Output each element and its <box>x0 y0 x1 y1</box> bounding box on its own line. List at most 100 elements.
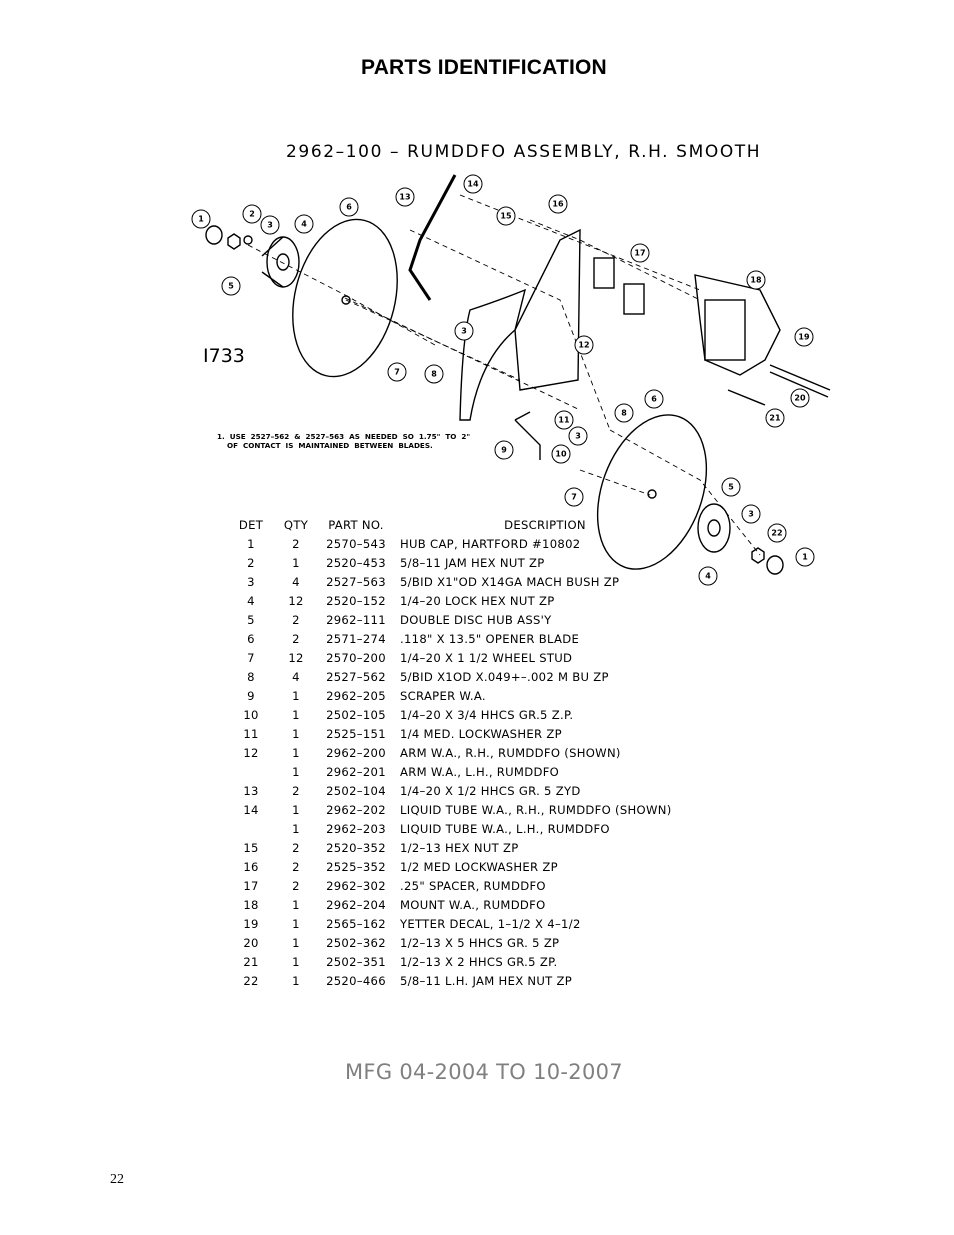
cell-part-no: 2962–204 <box>326 897 386 912</box>
right-hub <box>697 503 731 553</box>
table-row: 4 12 2520–152 1/4–20 LOCK HEX NUT ZP <box>228 591 790 610</box>
cell-description: 1/4 MED. LOCKWASHER ZP <box>400 726 562 741</box>
cell-qty: 4 <box>292 669 300 684</box>
note-line-2: OF CONTACT IS MAINTAINED BETWEEN BLADES. <box>217 441 433 450</box>
mount-weldment <box>694 274 781 376</box>
assembly-note: 1. USE 2527–562 & 2527–563 AS NEEDED SO … <box>217 432 517 450</box>
bolt-5in <box>769 364 831 398</box>
header-qty: QTY <box>283 518 309 532</box>
spacer-lower <box>623 283 645 315</box>
cell-det <box>228 819 274 838</box>
header-det: DET <box>238 518 264 532</box>
cell-description: YETTER DECAL, 1–1/2 X 4–1/2 <box>400 916 581 931</box>
cell-qty: 2 <box>292 840 300 855</box>
cell-qty: 2 <box>292 878 300 893</box>
cell-description: 5/BID X1OD X.049+–.002 M BU ZP <box>400 669 609 684</box>
spacer-upper <box>593 257 615 289</box>
liquid-tube <box>408 174 457 301</box>
callout-label: 12 <box>578 341 589 350</box>
cell-qty: 12 <box>288 650 304 665</box>
callout-label: 16 <box>552 200 564 209</box>
cell-qty: 2 <box>292 536 300 551</box>
assembly-title: 2962–100 – RUMDDFO ASSEMBLY, R.H. SMOOTH <box>286 142 762 162</box>
cell-part-no: 2520–453 <box>326 555 386 570</box>
callout-label: 6 <box>346 203 352 212</box>
callout-label: 1 <box>802 553 808 562</box>
cell-description: ARM W.A., L.H., RUMDDFO <box>400 764 560 779</box>
cell-part-no: 2502–351 <box>326 954 386 969</box>
left-opener-blade <box>292 218 398 378</box>
cell-part-no: 2570–543 <box>326 536 386 551</box>
cell-description: 5/8–11 L.H. JAM HEX NUT ZP <box>400 973 573 988</box>
cell-det: 22 <box>243 973 259 988</box>
cell-det: 17 <box>243 878 259 893</box>
cell-det: 21 <box>243 954 259 969</box>
cell-description: .25" SPACER, RUMDDFO <box>400 878 546 893</box>
callout-label: 20 <box>794 394 806 403</box>
cell-det: 4 <box>247 593 255 608</box>
cell-qty: 1 <box>292 973 300 988</box>
cell-part-no: 2527–562 <box>326 669 386 684</box>
cell-qty: 1 <box>292 916 300 931</box>
cell-description: 1/4–20 X 1/2 HHCS GR. 5 ZYD <box>400 783 581 798</box>
cell-qty: 12 <box>288 593 304 608</box>
callout-label: 8 <box>431 370 437 379</box>
cell-qty: 1 <box>292 745 300 760</box>
cell-det: 18 <box>243 897 259 912</box>
cell-part-no: 2525–352 <box>326 859 386 874</box>
cell-qty: 1 <box>292 954 300 969</box>
cell-qty: 1 <box>292 707 300 722</box>
cell-qty: 1 <box>292 764 300 779</box>
cell-part-no: 2571–274 <box>326 631 386 646</box>
cell-det: 7 <box>247 650 255 665</box>
cell-det: 14 <box>243 802 259 817</box>
cell-qty: 1 <box>292 555 300 570</box>
callout-label: 18 <box>750 276 762 285</box>
mfg-date-range: MFG 04-2004 TO 10-2007 <box>345 1060 623 1084</box>
cell-description: SCRAPER W.A. <box>400 688 486 703</box>
cell-part-no: 2520–352 <box>326 840 386 855</box>
cell-det: 1 <box>247 536 255 551</box>
callout-label: 14 <box>467 180 479 189</box>
cell-description: HUB CAP, HARTFORD #10802 <box>400 536 581 551</box>
callout-label: 17 <box>634 249 645 258</box>
cell-part-no: 2502–104 <box>326 783 386 798</box>
cell-det: 20 <box>243 935 259 950</box>
cell-description: DOUBLE DISC HUB ASS'Y <box>400 612 552 627</box>
cell-det: 12 <box>243 745 259 760</box>
cell-part-no: 2520–152 <box>326 593 386 608</box>
cell-part-no: 2565–162 <box>326 916 386 931</box>
cell-description: 1/4–20 LOCK HEX NUT ZP <box>400 593 555 608</box>
cell-description: 1/4–20 X 3/4 HHCS GR.5 Z.P. <box>400 707 574 722</box>
callout-label: 4 <box>301 220 307 229</box>
callout-label: 5 <box>228 282 234 291</box>
callout-label: 3 <box>461 327 467 336</box>
page-number: 22 <box>110 1172 124 1187</box>
right-opener-blade <box>596 414 708 570</box>
cell-det: 10 <box>243 707 259 722</box>
cell-description: .118" X 13.5" OPENER BLADE <box>400 631 580 646</box>
cell-det: 13 <box>243 783 259 798</box>
callout-label: 21 <box>769 414 781 423</box>
cell-qty: 1 <box>292 935 300 950</box>
callout-bubbles <box>191 174 815 586</box>
cell-part-no: 2502–362 <box>326 935 386 950</box>
cell-description: ARM W.A., R.H., RUMDDFO (SHOWN) <box>400 745 621 760</box>
callout-label: 7 <box>394 368 400 377</box>
